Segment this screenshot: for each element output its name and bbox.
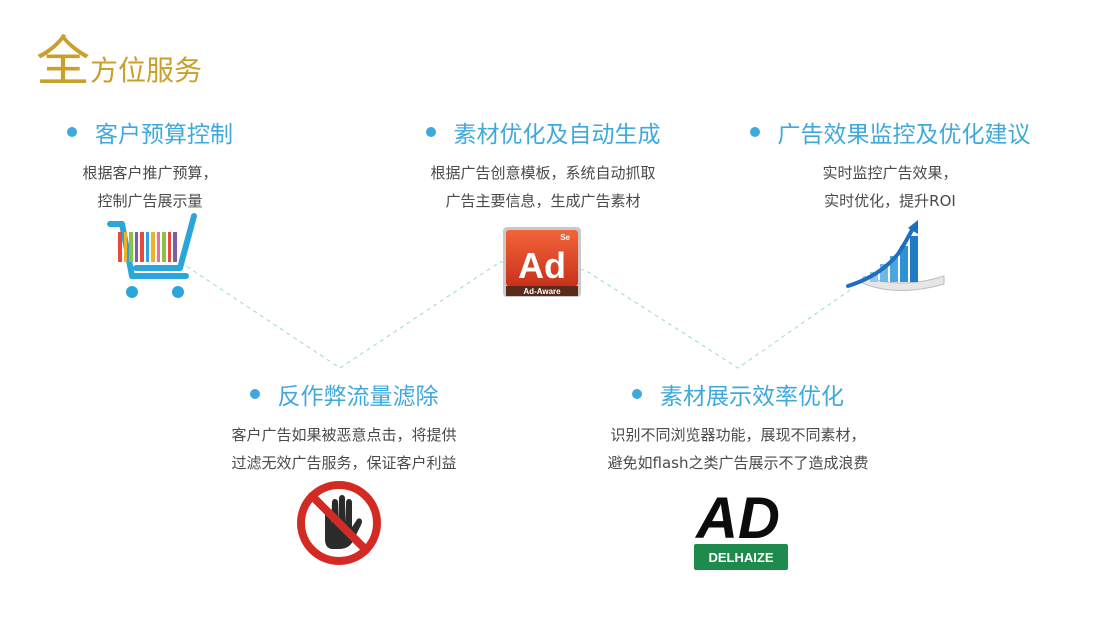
bullet-dot: [425, 127, 436, 137]
feature-desc-line: 控制广告展示量: [97, 192, 203, 210]
feature-desc-line: 识别不同浏览器功能，展现不同素材，: [610, 426, 866, 444]
feature-title: 客户预算控制: [95, 122, 233, 148]
feature-desc-line: 根据广告创意模板，系统自动抓取: [430, 164, 656, 182]
feature-budget-control: 客户预算控制 根据客户推广预算， 控制广告展示量: [0, 115, 300, 215]
feature-creative-optimization: 素材优化及自动生成 根据广告创意模板，系统自动抓取 广告主要信息，生成广告素材: [393, 115, 693, 215]
feature-display-efficiency: 素材展示效率优化 识别不同浏览器功能，展现不同素材， 避免如flash之类广告展…: [588, 377, 888, 477]
no-hand-icon: [295, 479, 383, 567]
page-title-first-char: 全: [36, 30, 90, 93]
bullet-dot: [249, 389, 260, 399]
page-title-rest: 方位服务: [90, 54, 203, 87]
shopping-cart-icon: [106, 210, 202, 302]
feature-desc-line: 广告主要信息，生成广告素材: [445, 192, 641, 210]
ad-aware-icon: Se Ad Ad-Aware: [502, 226, 586, 302]
delhaize-logo-label: DELHAIZE: [709, 550, 774, 565]
feature-anti-fraud: 反作弊流量滤除 客户广告如果被恶意点击，将提供 过滤无效广告服务，保证客户利益: [194, 377, 494, 477]
feature-effect-monitoring: 广告效果监控及优化建议 实时监控广告效果， 实时优化，提升ROI: [740, 115, 1040, 215]
bullet-dot: [749, 127, 760, 137]
ad-aware-caption: Ad-Aware: [523, 287, 561, 296]
feature-description: 实时监控广告效果， 实时优化，提升ROI: [740, 159, 1040, 215]
ad-delhaize-logo: AD DELHAIZE: [690, 480, 790, 572]
ad-aware-corner-label: Se: [560, 233, 570, 242]
feature-title: 反作弊流量滤除: [277, 384, 439, 410]
feature-title: 广告效果监控及优化建议: [777, 122, 1031, 148]
bullet-dot: [67, 127, 77, 137]
feature-desc-line: 根据客户推广预算，: [82, 164, 218, 182]
feature-desc-line: 客户广告如果被恶意点击，将提供: [231, 426, 457, 444]
feature-description: 客户广告如果被恶意点击，将提供 过滤无效广告服务，保证客户利益: [194, 421, 494, 477]
feature-desc-line: 实时监控广告效果，: [822, 164, 958, 182]
feature-description: 根据广告创意模板，系统自动抓取 广告主要信息，生成广告素材: [393, 159, 693, 215]
feature-desc-line: 避免如flash之类广告展示不了造成浪费: [607, 454, 869, 472]
feature-desc-line: 过滤无效广告服务，保证客户利益: [231, 454, 457, 472]
delhaize-logo-letters: AD: [694, 486, 780, 551]
ad-aware-main-label: Ad: [518, 245, 566, 286]
feature-desc-line: 实时优化，提升ROI: [824, 192, 956, 210]
feature-title: 素材优化及自动生成: [453, 122, 661, 148]
feature-description: 识别不同浏览器功能，展现不同素材， 避免如flash之类广告展示不了造成浪费: [588, 421, 888, 477]
feature-description: 根据客户推广预算， 控制广告展示量: [0, 159, 300, 215]
bullet-dot: [632, 389, 642, 399]
growth-chart-icon: [840, 220, 950, 300]
feature-title: 素材展示效率优化: [660, 384, 844, 410]
page-title: 全方位服务: [36, 30, 202, 94]
